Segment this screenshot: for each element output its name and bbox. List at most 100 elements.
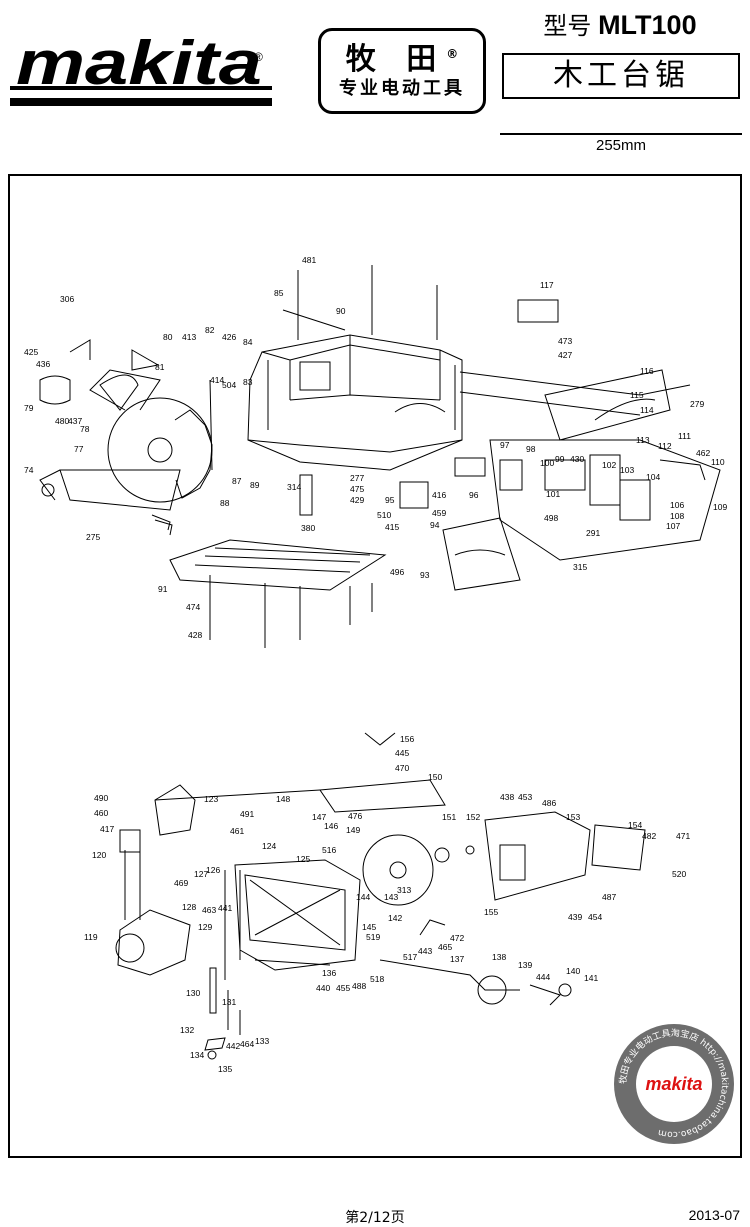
part-label: 81: [155, 362, 165, 372]
throat-plate: [442, 517, 521, 591]
part-label: 89: [250, 480, 260, 490]
part-label: 102: [602, 460, 616, 470]
part-label: 137: [450, 954, 464, 964]
part-label: 128: [182, 902, 196, 912]
part-label: 94: [430, 520, 440, 530]
part-label: 491: [240, 809, 254, 819]
part-label: 464: [240, 1039, 254, 1049]
part-label: 314: [287, 482, 301, 492]
part-label: 136: [322, 968, 336, 978]
part-label: 107: [666, 521, 680, 531]
part-label: 139: [518, 960, 532, 970]
page-number: 第2/12页: [345, 1210, 405, 1226]
part-label: 108: [670, 511, 684, 521]
part-label: 465: [438, 942, 452, 952]
part-label: 95: [385, 495, 395, 505]
part-label: 520: [672, 869, 686, 879]
part-label: 79: [24, 403, 34, 413]
part-label: 518: [370, 974, 384, 984]
part-label: 445: [395, 748, 409, 758]
part-label: 135: [218, 1064, 232, 1074]
dealer-registered-mark: ®: [446, 47, 459, 61]
part-label: 77: [74, 444, 84, 454]
bottom-part-labels: 156 445 470 150 148 147 146 476 149 438 …: [84, 734, 690, 1074]
part-label: 117: [540, 280, 554, 290]
part-label: 440: [316, 983, 330, 993]
lower-saw-blade: [362, 834, 475, 906]
part-label: 100: [540, 458, 554, 468]
part-label: 441: [218, 903, 232, 913]
part-label: 496: [390, 567, 404, 577]
part-label: 127: [194, 869, 208, 879]
blade-guard-assembly: [39, 339, 213, 536]
part-label: 111: [678, 431, 691, 441]
part-label: 275: [86, 532, 100, 542]
part-label: 475: [350, 484, 364, 494]
part-label: 155: [484, 907, 498, 917]
part-label: 279: [690, 399, 704, 409]
part-label: 115: [630, 390, 644, 400]
side-bracket: [484, 811, 646, 901]
publish-date: 2013-07: [688, 1207, 740, 1223]
part-label: 519: [366, 932, 380, 942]
store-watermark-seal: 牧田专业电动工具淘宝店 http://makitachina.taobao.co…: [614, 1024, 734, 1144]
part-label: 91: [158, 584, 168, 594]
part-label: 439: [568, 912, 582, 922]
rail-extension: [459, 369, 691, 441]
part-label: 417: [100, 824, 114, 834]
part-label: 437: [68, 416, 82, 426]
product-name: 木工台锯: [502, 53, 740, 99]
part-label: 104: [646, 472, 660, 482]
part-label: 428: [188, 630, 202, 640]
part-label: 126: [206, 865, 220, 875]
part-label: 149: [346, 825, 360, 835]
part-label: 123: [204, 794, 218, 804]
part-label: 517: [403, 952, 417, 962]
part-label: 486: [542, 798, 556, 808]
part-label: 471: [676, 831, 690, 841]
part-label: 114: [640, 405, 654, 415]
part-label: 313: [397, 885, 411, 895]
part-label: 147: [312, 812, 326, 822]
part-label: 487: [602, 892, 616, 902]
part-label: 415: [385, 522, 399, 532]
part-label: 470: [395, 763, 409, 773]
diagram-frame: [8, 174, 742, 1158]
part-label: 130: [186, 988, 200, 998]
bottom-plate: [169, 539, 387, 648]
part-label: 138: [492, 952, 506, 962]
part-label: 132: [180, 1025, 194, 1035]
part-label: 443: [418, 946, 432, 956]
dealer-badge: 牧 田® 专业电动工具: [318, 28, 486, 114]
base-housing: [247, 334, 463, 471]
part-label: 88: [220, 498, 230, 508]
part-label: 142: [388, 913, 402, 923]
part-label: 120: [92, 850, 106, 860]
part-label: 481: [302, 255, 316, 265]
part-label: 101: [546, 489, 560, 499]
part-label: 140: [566, 966, 580, 976]
riving-plate: [319, 732, 446, 813]
part-label: 480: [55, 416, 69, 426]
header-rule: [500, 133, 742, 135]
model-code: MLT100: [598, 10, 697, 40]
motor-assembly: [115, 784, 196, 976]
bevel-mechanism: [454, 439, 721, 561]
part-label: 151: [442, 812, 456, 822]
elevation-shaft: [379, 959, 572, 1006]
part-label: 141: [584, 973, 598, 983]
part-label: 133: [255, 1036, 269, 1046]
part-label: 498: [544, 513, 558, 523]
part-label: 145: [362, 922, 376, 932]
part-label: 414: [210, 375, 224, 385]
part-label: 144: [356, 892, 370, 902]
part-label: 469: [174, 878, 188, 888]
registered-mark: ®: [254, 50, 263, 64]
model-prefix: 型号: [543, 12, 592, 40]
part-label: 96: [469, 490, 479, 500]
part-label: 474: [186, 602, 200, 612]
part-label: 97: [500, 440, 510, 450]
part-label: 125: [296, 854, 310, 864]
dealer-name: 牧 田: [345, 42, 447, 77]
part-label: 510: [377, 510, 391, 520]
